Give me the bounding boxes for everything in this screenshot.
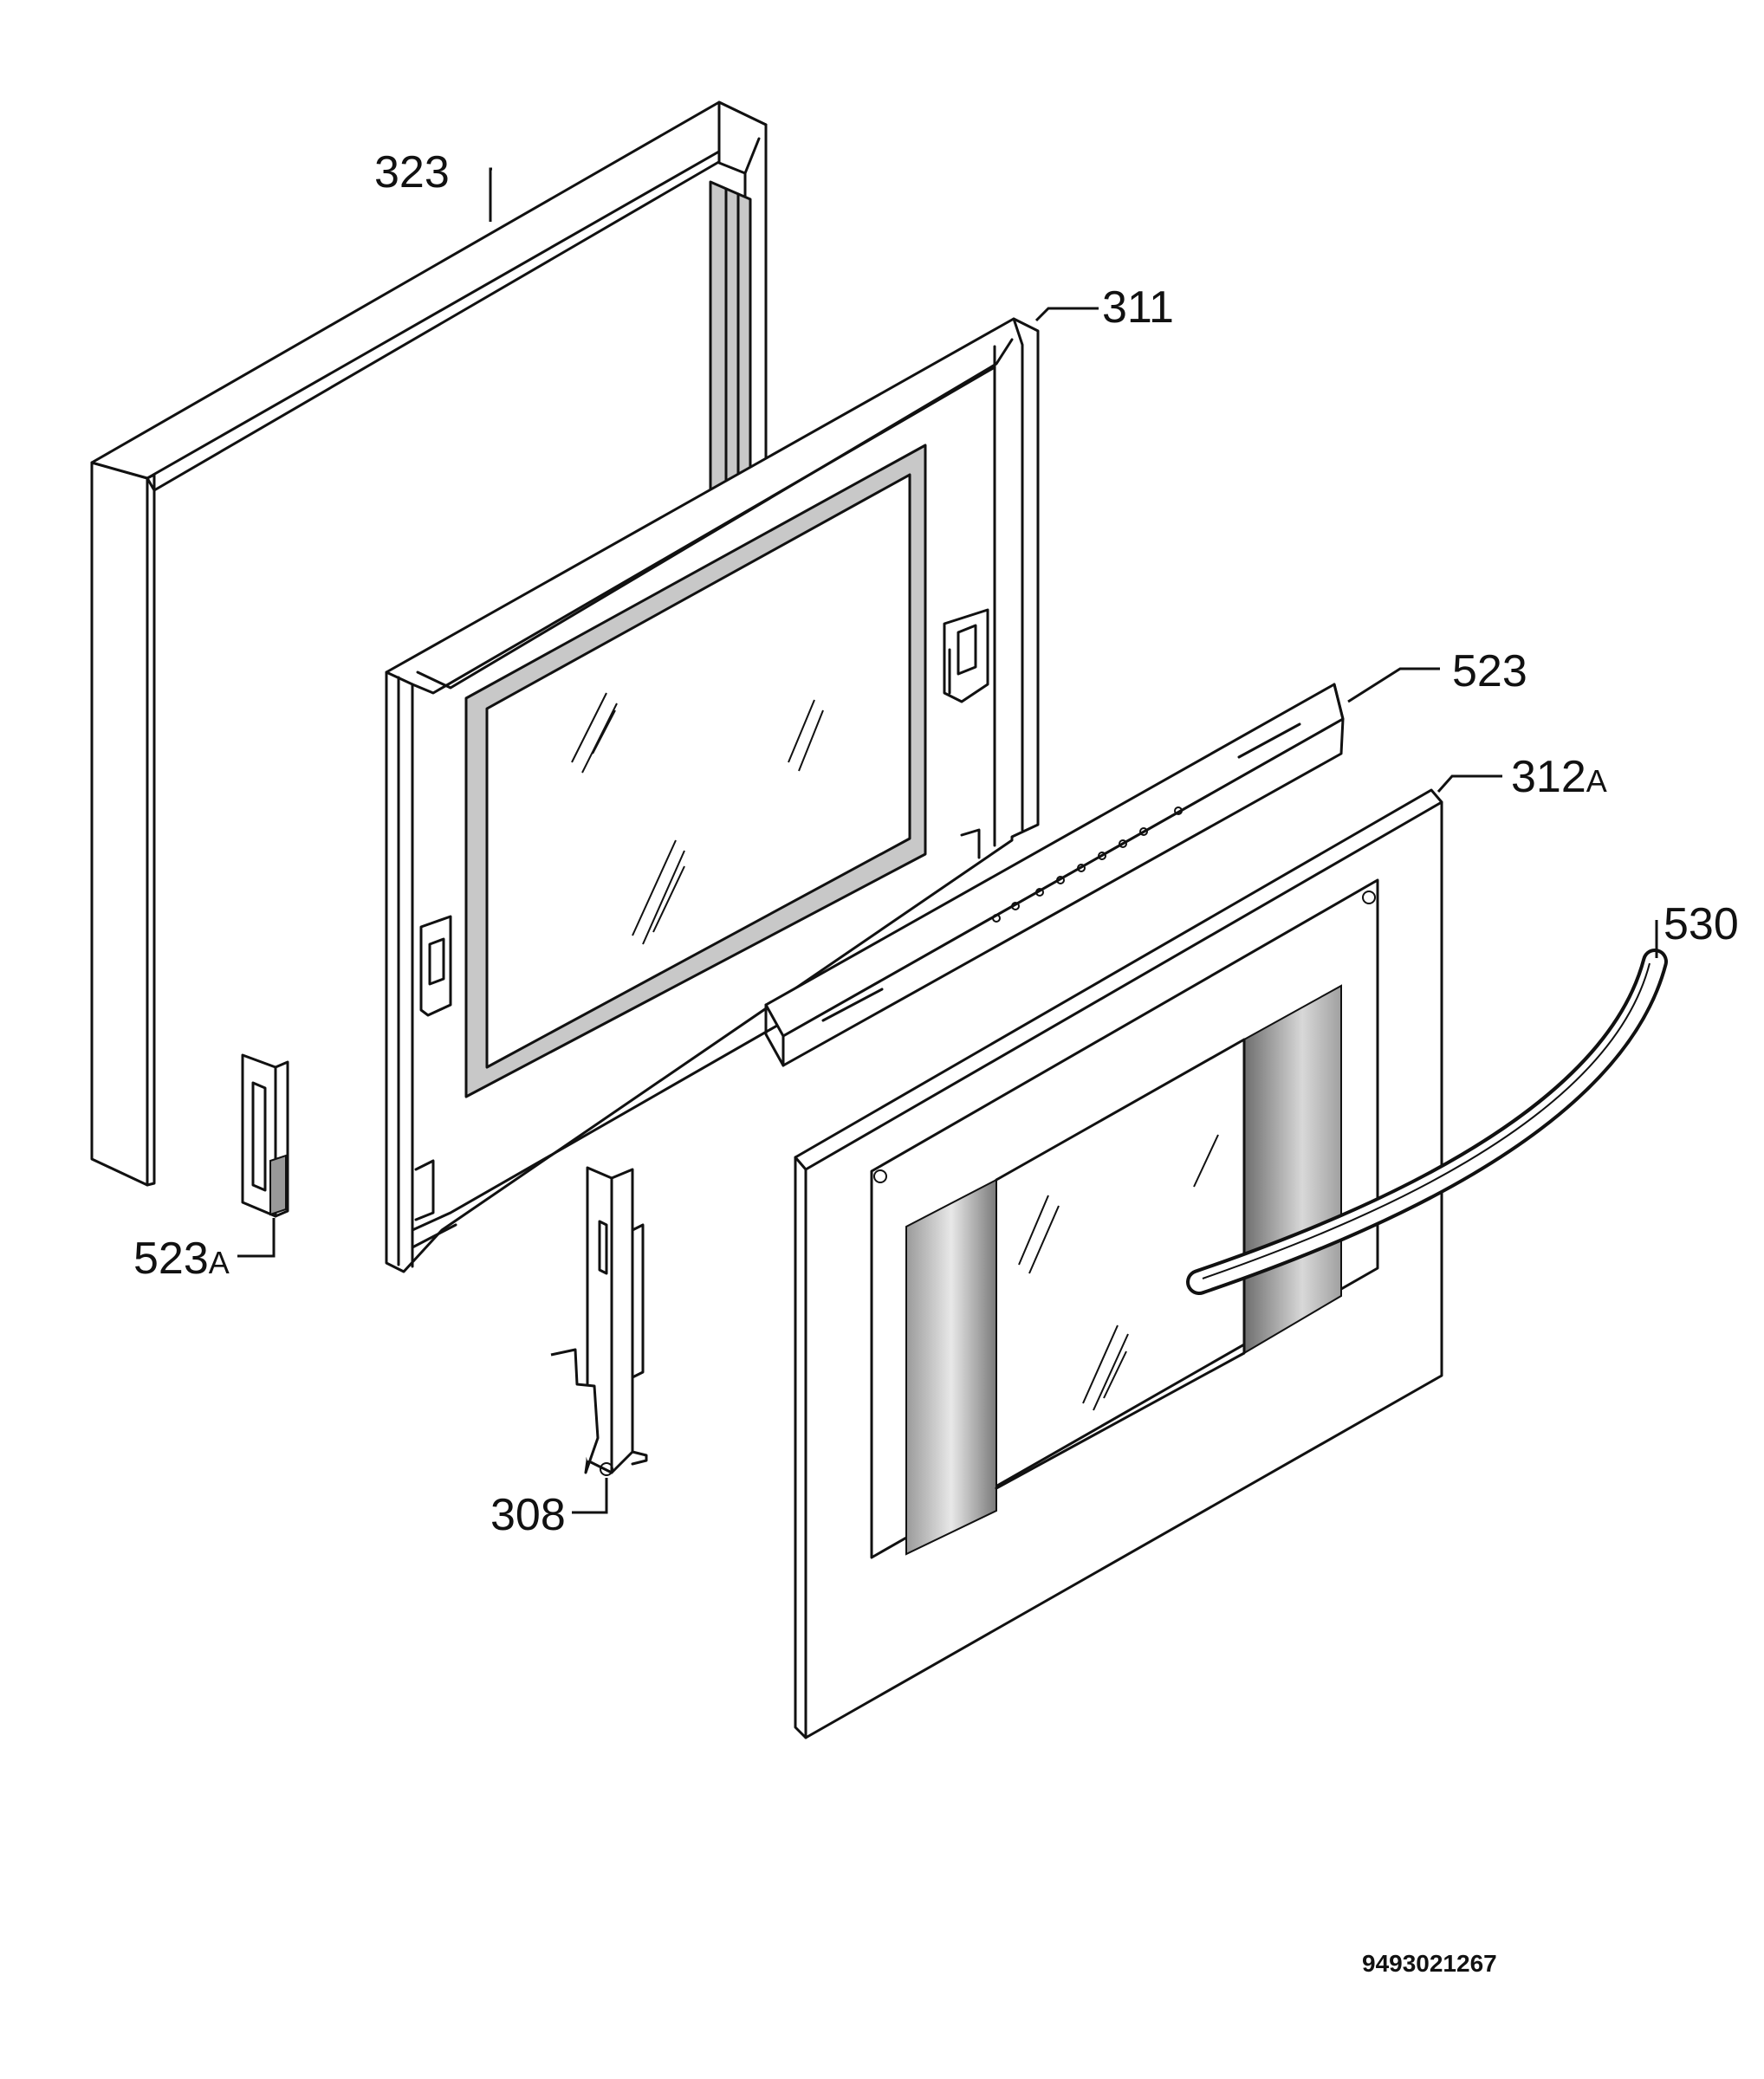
label-312A-number: 312 — [1511, 752, 1586, 802]
label-523A-suffix: A — [209, 1245, 230, 1280]
label-523A-number: 523 — [133, 1234, 209, 1284]
leader-308 — [572, 1478, 608, 1514]
label-523A: 523A — [133, 1234, 230, 1284]
label-308: 308 — [490, 1490, 566, 1540]
handle-530 — [1186, 949, 1668, 1295]
leader-323 — [489, 167, 492, 222]
label-523: 523 — [1452, 646, 1527, 696]
label-312A-suffix: A — [1586, 763, 1607, 799]
label-323: 323 — [374, 147, 450, 198]
bracket-523A — [241, 1053, 289, 1218]
channel-523 — [764, 683, 1345, 1067]
document-number: 9493021267 — [1362, 1950, 1497, 1977]
leader-311 — [1034, 307, 1099, 322]
label-311: 311 — [1102, 282, 1174, 333]
leader-523 — [1347, 667, 1440, 703]
label-312A: 312A — [1511, 752, 1607, 802]
leader-523A — [237, 1218, 276, 1258]
outer-glass-312A — [794, 788, 1443, 1739]
label-530: 530 — [1663, 899, 1739, 949]
leader-lines — [237, 167, 1658, 1514]
leader-312A — [1436, 774, 1502, 793]
hinge-308 — [550, 1166, 648, 1476]
